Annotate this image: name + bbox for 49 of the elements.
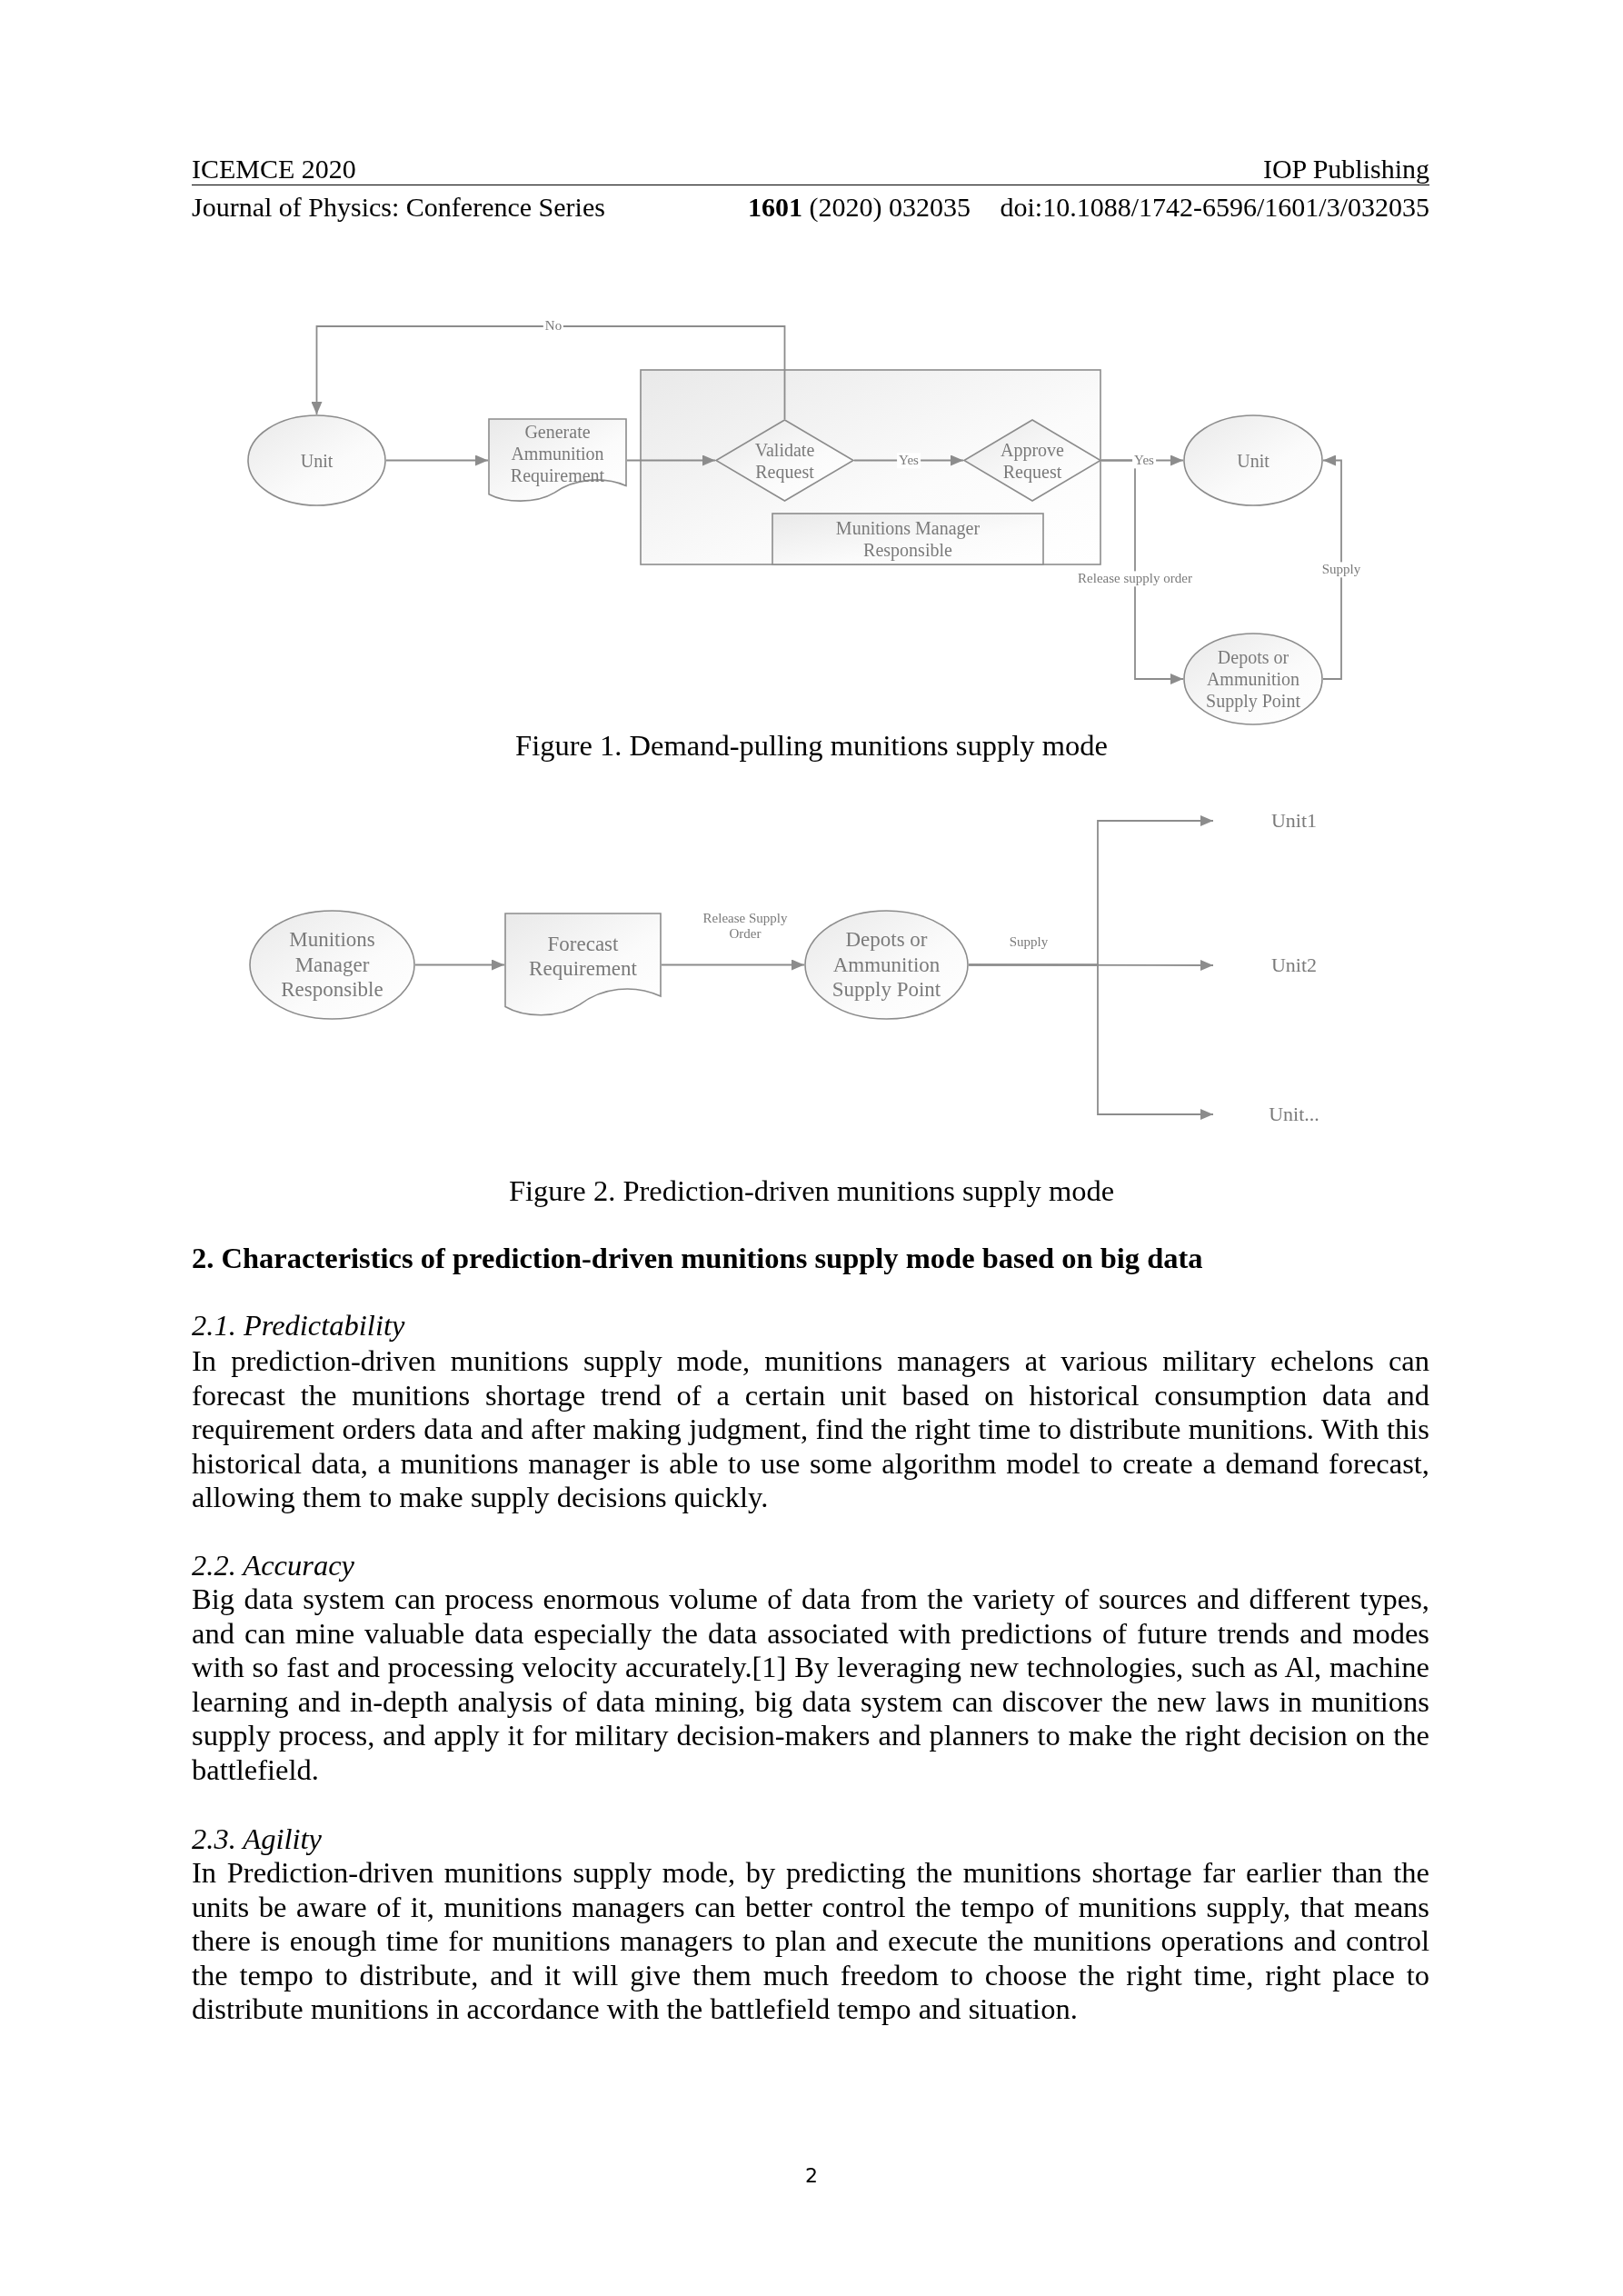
journal-name: Journal of Physics: Conference Series (192, 191, 605, 224)
node-text: Unit (300, 449, 334, 472)
node-text: Validate Request (753, 438, 816, 483)
decision-diamond (963, 419, 1101, 502)
node-text: Forecast Requirement (528, 931, 638, 982)
arrow (626, 454, 716, 466)
terminal-ellipse (1183, 414, 1323, 506)
node-text: Munitions Manager Responsible (280, 927, 384, 1003)
body-paragraph: In Prediction-driven munitions supply mode, by predicting the munitions shortage far earlier than the units be aware of it, munitions managers can better control the tempo of munitions supply, that means there is enough time for munitions managers to plan and execute the munitions operations and control the tempo to distribute, and it will give them much freedom to choose the right time, right place to distribute munitions in accordance with the battlefield tempo and situation. (192, 1856, 1429, 2027)
body-paragraph: Big data system can process enormous volume of data from the variety of sources and different types, and can mine valuable data especially the data associated with predictions of future trends and modes with so fast and processing velocity accurately.[1] By leveraging new technologies, such as Al, machine learning and in-depth analysis of data mining, big data system can discover the new laws in munitions supply process, and apply it for military decision-makers and planners to make the right decision on the battlefield. (192, 1582, 1429, 1787)
arrow (661, 959, 805, 971)
header-text: IOP Publishing (1261, 153, 1429, 185)
document-shape (488, 418, 627, 503)
document-shape (504, 913, 662, 1017)
body-paragraph: In prediction-driven munitions supply mode, munitions managers at various military echelons can forecast the munitions shortage trend of a certain unit based on historical consumption data and requirement orders data and after making judgment, find the right time to distribute munitions. With this historical data, a munitions manager is able to use some algorithm model to create a demand forecast, allowing them to make supply decisions quickly. (192, 1344, 1429, 1515)
node-text: Depots or Ammunition Supply Point (1205, 646, 1301, 712)
unit-label: Unit... (1213, 1096, 1375, 1133)
edge-label: Supply (1319, 562, 1363, 578)
unit-label: Unit1 (1213, 803, 1375, 839)
header-text: ICEMCE 2020 (192, 153, 356, 185)
arrow (1100, 459, 1184, 684)
arrow (1322, 454, 1342, 680)
group-box (640, 369, 1101, 565)
terminal-ellipse (804, 910, 969, 1020)
node-text: Unit (1237, 449, 1270, 472)
node-text: Approve Request (1000, 438, 1065, 483)
terminal-ellipse (247, 414, 386, 506)
arrow (385, 454, 489, 466)
terminal-ellipse (249, 910, 415, 1020)
subsection-heading: 2.3. Agility (192, 1822, 323, 1857)
subsection-heading: 2.1. Predictability (192, 1309, 406, 1343)
arrow (311, 325, 786, 420)
arrow (414, 959, 505, 971)
node-text: Depots or Ammunition Supply Point (831, 927, 942, 1003)
arrow (968, 963, 1214, 1120)
node-text: Generate Ammunition Requirement (509, 421, 606, 487)
process-box (772, 513, 1044, 565)
page-number: 2 (804, 2163, 819, 2189)
decision-diamond (715, 419, 854, 502)
edge-label: Release supply order (1076, 571, 1194, 587)
figure-caption: Figure 1. Demand-pulling munitions supply mode (514, 729, 1109, 764)
terminal-ellipse (1183, 633, 1323, 725)
unit-label: Unit2 (1213, 947, 1375, 983)
node-text: Munitions Manager Responsible (834, 517, 981, 561)
subsection-heading: 2.2. Accuracy (192, 1549, 355, 1583)
section-heading: 2. Characteristics of prediction-driven munitions supply mode based on big data (192, 1242, 1204, 1276)
volume-info: 1601 (2020) 032035 (748, 191, 971, 224)
edge-label: Supply (1007, 934, 1050, 951)
figure-caption: Figure 2. Prediction-driven munitions supply mode (507, 1174, 1116, 1209)
